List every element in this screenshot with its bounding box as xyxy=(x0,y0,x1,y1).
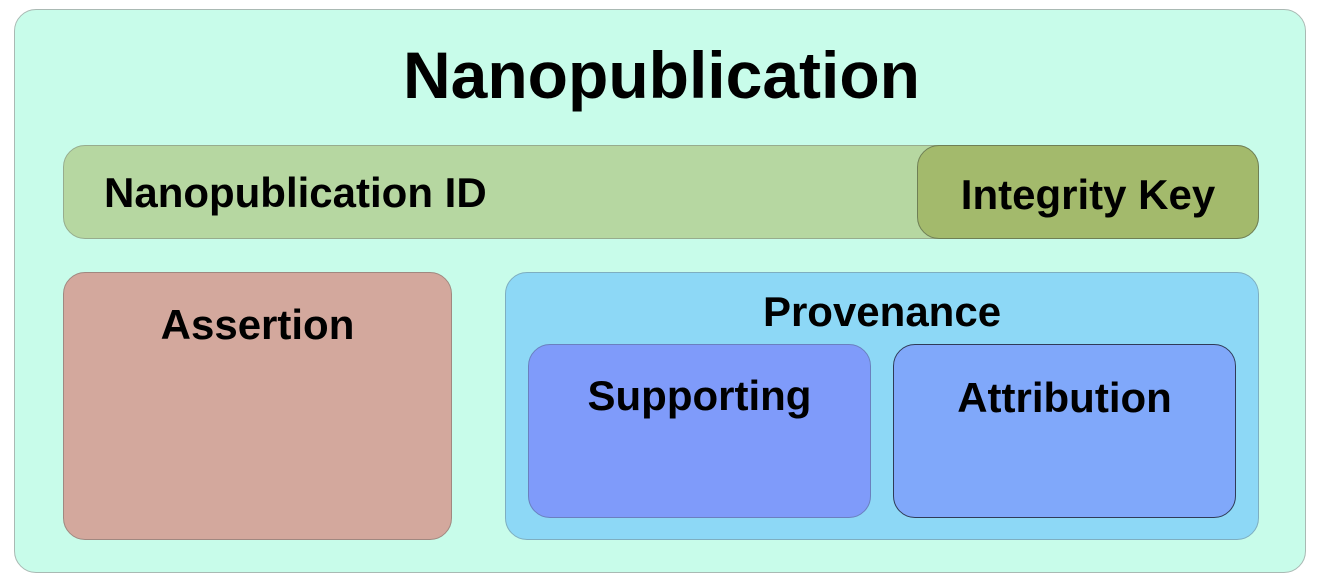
provenance-label: Provenance xyxy=(762,288,1002,335)
attribution-label: Attribution xyxy=(957,374,1172,421)
supporting-box xyxy=(528,344,871,518)
diagram-title: Nanopublication xyxy=(403,38,920,112)
nanopublication-id-label: Nanopublication ID xyxy=(104,169,487,216)
attribution-box xyxy=(893,344,1236,518)
assertion-label: Assertion xyxy=(160,301,355,348)
integrity-key-box xyxy=(917,145,1259,239)
assertion-box xyxy=(63,272,452,540)
integrity-key-label: Integrity Key xyxy=(960,171,1216,218)
supporting-label: Supporting xyxy=(587,372,812,419)
